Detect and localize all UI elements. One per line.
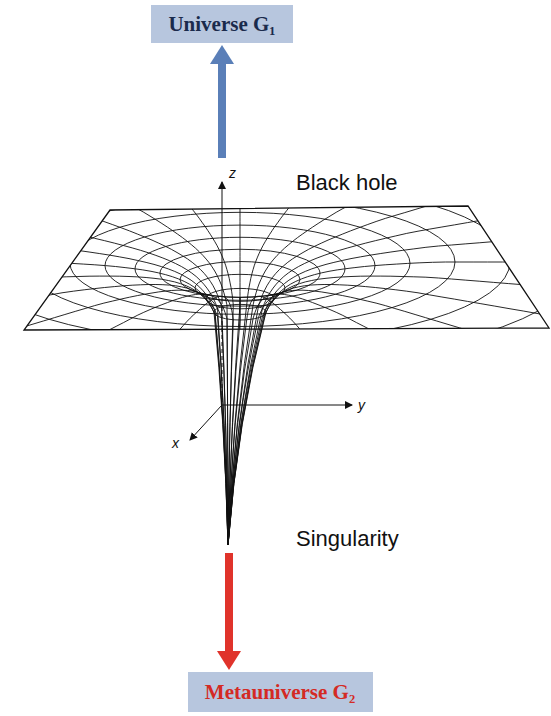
axis-label: z [229, 166, 236, 180]
x-axis [190, 405, 222, 440]
universe-box: Metauniverse G₂ [188, 672, 373, 712]
z-axis [222, 182, 223, 300]
axis-label: y [358, 398, 365, 412]
box-title: Metauniverse G₂ [205, 680, 355, 705]
axis-label: x [172, 436, 179, 450]
blue-arrow [210, 45, 234, 158]
z-axis-hidden [222, 300, 223, 405]
funnel-throat [214, 304, 266, 545]
black-hole-label: Black hole [296, 172, 398, 194]
singularity-label: Singularity [296, 528, 399, 550]
box-title: Universe G₁ [168, 12, 275, 37]
y-axis [222, 405, 352, 406]
red-arrow [217, 553, 241, 670]
plane-grid [0, 136, 551, 388]
universe-box: Universe G₁ [151, 5, 293, 43]
